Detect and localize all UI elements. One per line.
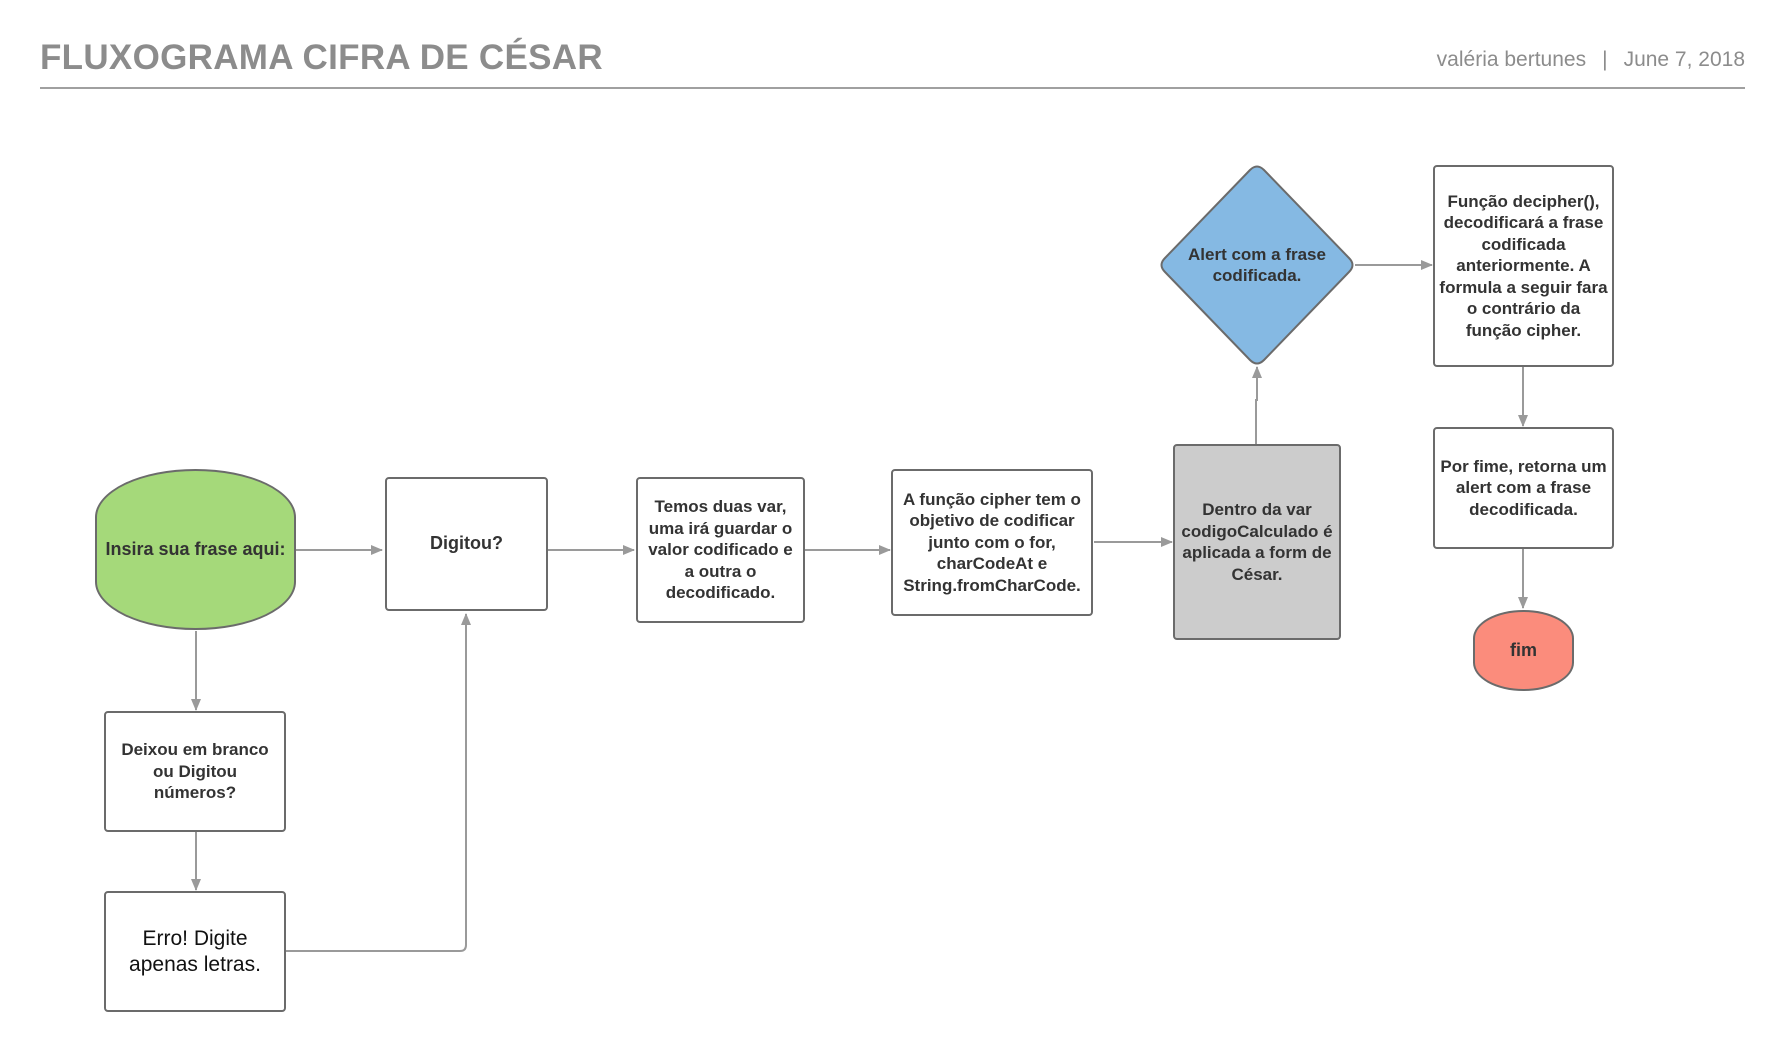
alert-decision-label-wrap: Alert com a frase codificada.	[1175, 225, 1339, 305]
error-message-box: Erro! Digite apenas letras.	[104, 891, 286, 1012]
codigo-process-label: Dentro da var codigoCalculado é aplicada…	[1181, 500, 1333, 584]
vars-process-label: Temos duas var, uma irá guardar o valor …	[648, 497, 793, 603]
header-meta: valéria bertunes | June 7, 2018	[1437, 48, 1745, 72]
alert-diamond-shape	[1160, 165, 1354, 365]
header-divider	[40, 87, 1745, 89]
author-name: valéria bertunes	[1436, 48, 1587, 71]
decipher-process-label: Função decipher(), decodificará a frase …	[1439, 191, 1608, 340]
document-date: June 7, 2018	[1623, 48, 1745, 71]
connector-codigo-to-alert	[1252, 366, 1262, 444]
start-terminal: Insira sua frase aqui:	[95, 469, 296, 630]
blank-decision-box: Deixou em branco ou Digitou números?	[104, 711, 286, 832]
decipher-process-box: Função decipher(), decodificará a frase …	[1433, 165, 1614, 367]
typed-decision-label: Digitou?	[430, 533, 503, 554]
header-separator: |	[1602, 48, 1608, 71]
return-process-label: Por fime, retorna um alert com a frase d…	[1440, 456, 1607, 519]
cipher-process-box: A função cipher tem o objetivo de codifi…	[891, 469, 1093, 616]
error-message-label: Erro! Digite apenas letras.	[129, 926, 261, 976]
cipher-process-label: A função cipher tem o objetivo de codifi…	[903, 489, 1081, 595]
codigo-process-box: Dentro da var codigoCalculado é aplicada…	[1173, 444, 1341, 640]
start-terminal-label: Insira sua frase aqui:	[105, 538, 286, 559]
vars-process-box: Temos duas var, uma irá guardar o valor …	[636, 477, 805, 623]
connector-error-to-typed	[286, 613, 471, 952]
page-title: FLUXOGRAMA CIFRA DE CÉSAR	[40, 38, 603, 77]
return-process-box: Por fime, retorna um alert com a frase d…	[1433, 427, 1614, 549]
alert-decision-label: Alert com a frase codificada.	[1188, 244, 1326, 286]
typed-decision-box: Digitou?	[385, 477, 548, 611]
end-terminal-label: fim	[1510, 639, 1537, 660]
blank-decision-label: Deixou em branco ou Digitou números?	[121, 740, 269, 803]
end-terminal: fim	[1473, 610, 1574, 691]
